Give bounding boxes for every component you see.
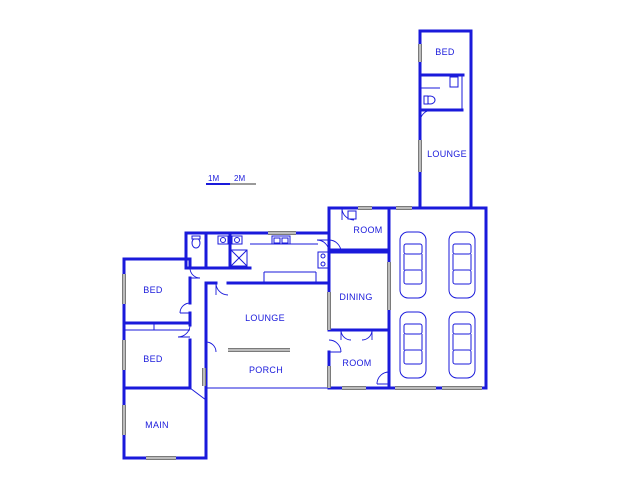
- door-swing-icon: [340, 329, 352, 341]
- room-label-bed-2: BED: [143, 354, 163, 364]
- door-swing-icon: [189, 267, 201, 279]
- fixtures: [191, 76, 459, 283]
- basin-icon: [449, 76, 459, 88]
- door-swing-icon: [328, 239, 342, 253]
- room-label-porch: PORCH: [248, 365, 284, 375]
- room-label-lounge-main: LOUNGE: [245, 313, 285, 323]
- door-swing-icon: [419, 109, 433, 123]
- scale-label-2m: 2M: [234, 174, 246, 183]
- door-swing-icon: [328, 339, 342, 353]
- windows: [122, 44, 482, 460]
- room-label-bed-1: BED: [143, 285, 163, 295]
- cars: [399, 231, 476, 379]
- door-swing-icon: [205, 341, 217, 353]
- room-label-main: MAIN: [145, 420, 169, 430]
- car-icon: [399, 311, 427, 379]
- doors: [177, 109, 433, 385]
- car-icon: [399, 231, 427, 299]
- car-icon: [448, 311, 476, 379]
- room-label-bed-top: BED: [435, 47, 455, 57]
- basin-icon: [217, 235, 229, 245]
- door-swing-icon: [179, 302, 191, 314]
- stove-icon: [317, 251, 329, 269]
- door-swing-icon: [361, 329, 373, 341]
- toilet-icon: [347, 210, 357, 220]
- door-swing-icon: [341, 207, 355, 221]
- room-label-room-top: ROOM: [353, 225, 383, 235]
- door-swing-icon: [376, 371, 390, 385]
- door-swing-icon: [215, 282, 229, 296]
- basin-icon: [231, 235, 243, 245]
- scale-label-1m: 1M: [208, 174, 220, 183]
- door-swing-icon: [316, 239, 330, 253]
- room-label-lounge-right: LOUNGE: [427, 149, 467, 159]
- room-label-room-bottom: ROOM: [342, 358, 372, 368]
- car-icon: [448, 231, 476, 299]
- door-swing-icon: [177, 324, 191, 338]
- room-label-dining: DINING: [339, 292, 373, 302]
